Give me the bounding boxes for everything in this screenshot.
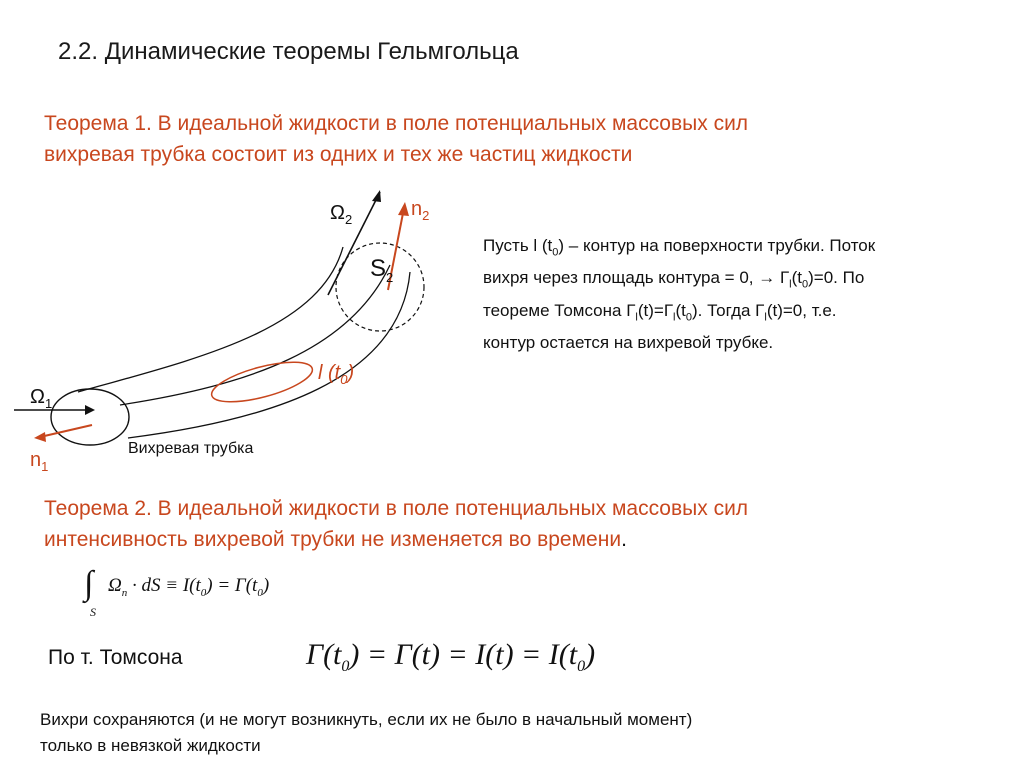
omega2-label: Ω2 (330, 202, 353, 227)
theorem-1: Теорема 1. В идеальной жидкости в поле п… (44, 108, 748, 170)
n1-vector (39, 424, 93, 438)
tube-upper-edge (77, 246, 344, 393)
theorem-2-line-2: интенсивность вихревой трубки не изменяе… (44, 528, 627, 551)
contour-l-ellipse (210, 361, 314, 403)
n2-vector (387, 207, 405, 291)
tube-lower-edge (127, 271, 411, 439)
explanation-paragraph: Пусть l (t0) – контур на поверхности тру… (483, 233, 875, 356)
conclusion: Вихри сохраняются (и не могут возникнуть… (40, 707, 692, 759)
cross-section-s2 (335, 242, 425, 332)
omega2-arrowhead (372, 190, 381, 202)
s2-label: S2 (370, 255, 394, 285)
omega1-label: Ω1 (30, 386, 53, 411)
theorem-2: Теорема 2. В идеальной жидкости в поле п… (44, 493, 748, 555)
n2-label: n2 (411, 198, 430, 223)
n1-label: n1 (30, 449, 49, 474)
n2-arrowhead (398, 202, 409, 216)
contour-label: l (t0) (318, 362, 355, 387)
conclusion-line-1: Вихри сохраняются (и не могут возникнуть… (40, 710, 693, 729)
page-title: 2.2. Динамические теоремы Гельмгольца (58, 38, 519, 65)
theorem-1-line-2: вихревая трубка состоит из одних и тех ж… (44, 143, 633, 166)
omega2-vector (327, 191, 381, 296)
explanation-line-3: теореме Томсона Гl(t)=Гl(t0). Тогда Гl(t… (483, 300, 837, 324)
n1-arrowhead (34, 432, 46, 442)
tube-label: Вихревая трубка (128, 440, 254, 457)
explanation-line-1: Пусть l (t0) – контур на поверхности тру… (483, 236, 876, 259)
thomson-label: По т. Томсона (48, 646, 183, 669)
theorem-2-line-1: Теорема 2. В идеальной жидкости в поле п… (44, 497, 749, 520)
integral-body: Ωn · dS ≡ I(t0) = Γ(t0) (108, 575, 270, 599)
integral-formula: ∫ S Ωn · dS ≡ I(t0) = Γ(t0) (70, 565, 370, 625)
conclusion-line-2: только в невязкой жидкости (40, 736, 261, 755)
tube-middle-edge (119, 264, 391, 406)
omega1-arrowhead (85, 405, 95, 415)
integral-subscript: S (90, 605, 96, 619)
explanation-line-4: контур остается на вихревой трубке. (483, 333, 774, 353)
integral-sign: ∫ (84, 565, 94, 602)
cross-section-s1 (50, 388, 130, 446)
thomson-formula: Γ(t0) = Γ(t) = I(t) = I(t0) (306, 638, 596, 675)
theorem-1-line-1: Теорема 1. В идеальной жидкости в поле п… (44, 112, 749, 135)
vortex-tube-diagram (14, 190, 425, 446)
explanation-line-2: вихря через площадь контура = 0, → Гl(t0… (483, 268, 865, 291)
